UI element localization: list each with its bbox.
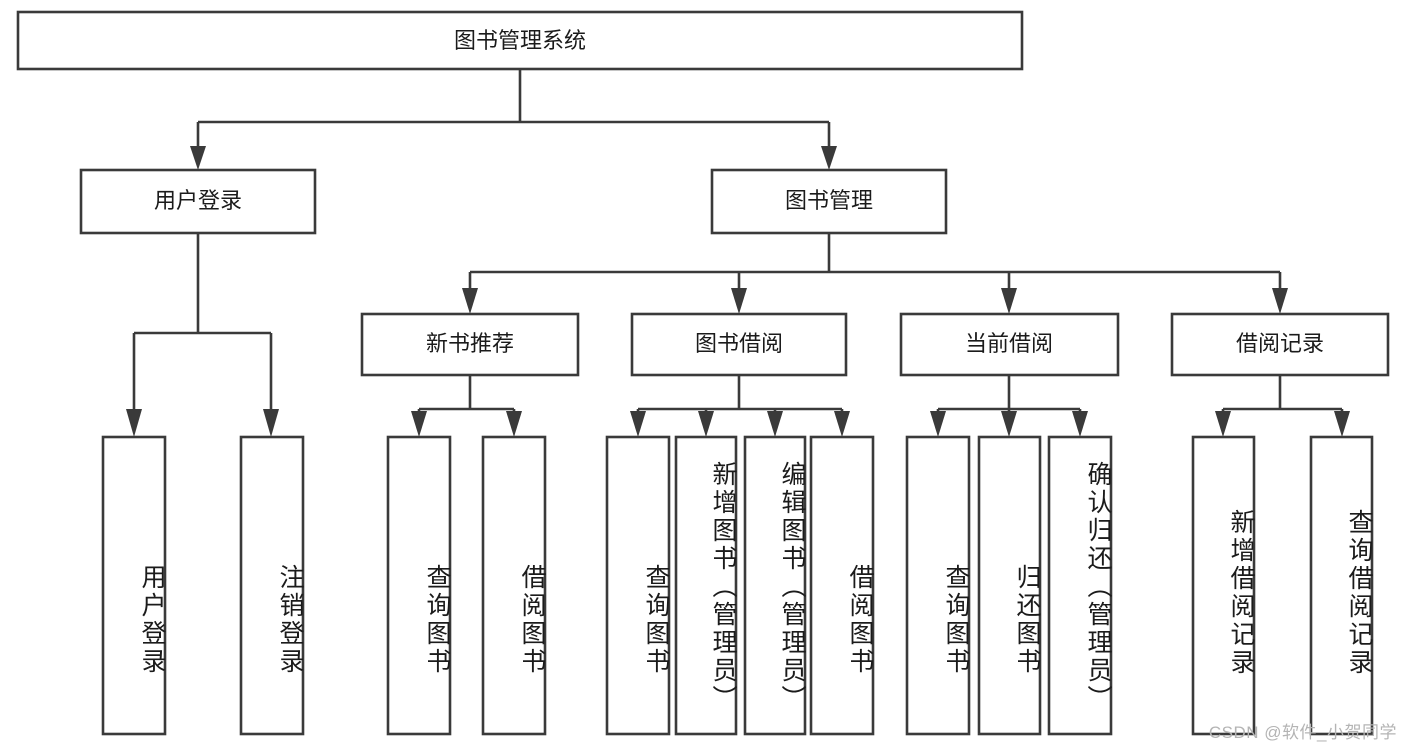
leaf-box-nb-query-book[interactable] [386, 435, 452, 736]
arrowhead-current-borrow [1001, 288, 1017, 314]
node-user-login-box[interactable] [79, 168, 317, 235]
arrowhead-book-borrow [731, 288, 747, 314]
arrowhead-leaf-logout [263, 409, 279, 437]
connector-group-currentborrow-to-leaves [930, 375, 1088, 437]
node-current-borrow-box[interactable] [899, 312, 1120, 377]
node-book-manage[interactable]: 图书管理 [710, 168, 948, 235]
leaf-box-bb-query-book[interactable] [605, 435, 671, 736]
node-book-manage-box[interactable] [710, 168, 948, 235]
leaf-box-nb-borrow-book[interactable] [481, 435, 547, 736]
leaf-box-br-add-record[interactable] [1191, 435, 1256, 736]
connector-group-bookborrow-to-leaves [630, 375, 850, 437]
node-borrow-record-box[interactable] [1170, 312, 1390, 377]
arrowhead-leaf-bb-borrow [834, 411, 850, 437]
leaf-box-cb-query-book[interactable] [905, 435, 971, 736]
arrowhead-leaf-br-add [1215, 411, 1231, 437]
node-book-borrow[interactable]: 图书借阅 [630, 312, 848, 377]
arrowhead-leaf-bb-edit [767, 411, 783, 437]
node-new-book-recommend[interactable]: 新书推荐 [360, 312, 580, 377]
node-book-manage-label: 图书管理 [785, 188, 873, 213]
connector-group-userlogin-to-leaves [126, 233, 279, 437]
leaf-box-group [101, 435, 1374, 736]
arrowhead-leaf-user-login [126, 409, 142, 437]
node-book-borrow-box[interactable] [630, 312, 848, 377]
arrowhead-book-manage [821, 146, 837, 170]
arrowhead-leaf-nb-borrow [506, 411, 522, 437]
node-new-book-recommend-label: 新书推荐 [426, 331, 514, 356]
arrowhead-leaf-bb-add [698, 411, 714, 437]
node-root-label: 图书管理系统 [454, 28, 586, 53]
leaf-box-logout[interactable] [239, 435, 305, 736]
leaf-box-br-query-record[interactable] [1309, 435, 1374, 736]
leaf-box-cb-confirm-return[interactable] [1047, 435, 1113, 736]
connector-group-borrowrecord-to-leaves [1215, 375, 1350, 437]
arrowhead-leaf-cb-confirm [1072, 411, 1088, 437]
arrowhead-leaf-nb-query [411, 411, 427, 437]
arrowhead-leaf-br-query [1334, 411, 1350, 437]
csdn-watermark: CSDN @软件_小贺同学 [1208, 723, 1397, 742]
connector-group-bookmanage-to-level3 [462, 233, 1288, 314]
node-current-borrow-label: 当前借阅 [965, 331, 1053, 356]
leaf-box-bb-borrow-book[interactable] [809, 435, 875, 736]
arrowhead-leaf-cb-query [930, 411, 946, 437]
arrowhead-user-login [190, 146, 206, 170]
arrowhead-leaf-bb-query [630, 411, 646, 437]
node-root-box[interactable] [16, 10, 1024, 71]
leaf-box-bb-add-book[interactable] [674, 435, 738, 736]
node-book-borrow-label: 图书借阅 [695, 331, 783, 356]
connector-group-newbook-to-leaves [411, 375, 522, 437]
arrowhead-leaf-cb-return [1001, 411, 1017, 437]
leaf-box-cb-return-book[interactable] [977, 435, 1042, 736]
node-borrow-record-label: 借阅记录 [1236, 331, 1324, 356]
connector-group-root-to-level2 [190, 69, 837, 170]
node-borrow-record[interactable]: 借阅记录 [1170, 312, 1390, 377]
leaf-box-bb-edit-book[interactable] [743, 435, 807, 736]
node-root[interactable]: 图书管理系统 [16, 10, 1024, 71]
node-user-login[interactable]: 用户登录 [79, 168, 317, 235]
arrowhead-new-book-recommend [462, 288, 478, 314]
node-new-book-recommend-box[interactable] [360, 312, 580, 377]
node-current-borrow[interactable]: 当前借阅 [899, 312, 1120, 377]
leaf-box-user-login[interactable] [101, 435, 167, 736]
arrowhead-borrow-record [1272, 288, 1288, 314]
node-user-login-label: 用户登录 [154, 188, 242, 213]
